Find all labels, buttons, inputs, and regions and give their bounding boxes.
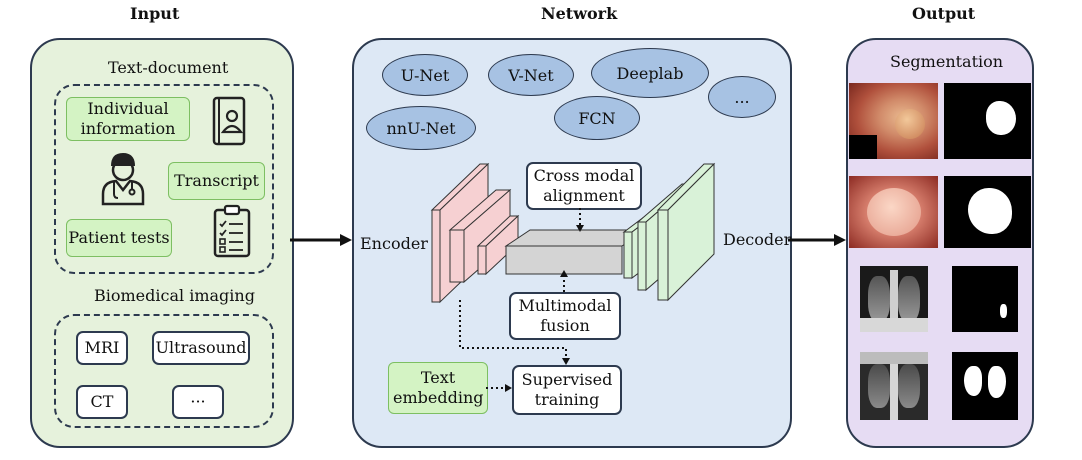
text-document-group <box>54 84 274 274</box>
network-to-output-arrow <box>788 234 846 246</box>
more-models-ellipse: ... <box>708 76 776 118</box>
fcn-label: FCN <box>578 108 616 128</box>
contact-book-icon <box>212 96 246 146</box>
mask-lung-left <box>964 366 982 396</box>
mri-box: MRI <box>76 331 128 365</box>
ultrasound-box: Ultrasound <box>152 331 250 365</box>
embedding-arrowhead <box>505 384 512 392</box>
training-arrowhead <box>562 358 570 365</box>
text-embedding-label: Text embedding <box>393 368 484 407</box>
patient-tests-box: Patient tests <box>66 219 172 257</box>
input-heading: Input <box>130 4 180 23</box>
xray-spine-2 <box>890 354 898 420</box>
more-models-label: ... <box>734 87 750 107</box>
xray-lung-left-2 <box>868 364 890 408</box>
mask-image-1 <box>944 83 1031 159</box>
fusion-arrowhead <box>560 270 568 277</box>
more-modalities-box: ··· <box>172 385 224 419</box>
doctor-icon <box>101 153 145 206</box>
individual-information-label: Individual information <box>80 99 176 138</box>
endoscopy-image-1 <box>849 83 938 159</box>
encoder-to-training-line <box>459 300 567 358</box>
xray-lung-right-1 <box>898 276 920 322</box>
decoder-block-3 <box>656 162 716 302</box>
multimodal-fusion-box: Multimodal fusion <box>509 292 621 340</box>
mask-blob-3 <box>1000 304 1007 318</box>
endoscopy-image-2 <box>849 176 938 248</box>
supervised-training-box: Supervised training <box>512 365 622 415</box>
decoder-blocks <box>622 162 716 302</box>
transcript-box: Transcript <box>168 162 265 200</box>
vnet-label: V-Net <box>508 65 554 85</box>
mask-lung-right <box>988 366 1006 398</box>
mri-label: MRI <box>84 338 120 357</box>
input-to-network-arrow <box>290 234 352 246</box>
xray-spine-1 <box>890 270 898 332</box>
ultrasound-label: Ultrasound <box>155 338 247 357</box>
encoder-decoder-architecture <box>430 162 716 304</box>
deeplab-label: Deeplab <box>616 63 684 83</box>
polyp-2 <box>867 188 921 236</box>
alignment-arrowhead <box>576 225 584 232</box>
biomedical-imaging-label: Biomedical imaging <box>94 286 255 305</box>
deeplab-ellipse: Deeplab <box>591 48 709 98</box>
supervised-training-label: Supervised training <box>521 370 613 409</box>
decoder-label: Decoder <box>723 230 792 249</box>
chest-xray-image-2 <box>860 352 928 420</box>
xray-shoulders-2 <box>860 352 928 364</box>
clipboard-checklist-icon <box>213 204 251 258</box>
polyp-1 <box>895 109 925 139</box>
unet-ellipse: U-Net <box>382 54 468 96</box>
ct-box: CT <box>76 385 128 419</box>
individual-information-box: Individual information <box>66 97 190 141</box>
vnet-ellipse: V-Net <box>488 54 574 96</box>
mask-image-2 <box>944 176 1031 248</box>
chest-xray-image-1 <box>860 266 928 332</box>
transcript-label: Transcript <box>174 171 259 190</box>
cross-modal-alignment-box: Cross modal alignment <box>526 162 642 210</box>
multimodal-fusion-label: Multimodal fusion <box>518 296 612 335</box>
encoder-block-2 <box>448 188 512 284</box>
output-heading: Output <box>912 4 976 23</box>
segmentation-label: Segmentation <box>890 52 1004 71</box>
ct-label: CT <box>90 392 114 411</box>
patient-tests-label: Patient tests <box>68 228 170 247</box>
encoder-block-3 <box>476 214 520 276</box>
text-document-label: Text-document <box>108 58 229 77</box>
mask-image-3 <box>952 266 1018 332</box>
xray-base-1 <box>860 318 928 332</box>
dotted-connectors <box>459 208 584 392</box>
mask-blob-1 <box>986 101 1016 135</box>
mask-image-4 <box>952 352 1018 420</box>
more-modalities-label: ··· <box>190 392 206 411</box>
encoder-blocks <box>430 162 520 304</box>
encoder-label: Encoder <box>360 234 428 253</box>
nnunet-ellipse: nnU-Net <box>366 106 476 150</box>
inset-corner <box>849 135 877 159</box>
cross-modal-alignment-label: Cross modal alignment <box>533 166 635 205</box>
xray-lung-left-1 <box>868 276 890 322</box>
nnunet-label: nnU-Net <box>386 118 456 138</box>
fcn-ellipse: FCN <box>554 96 640 140</box>
mask-blob-2 <box>968 188 1012 234</box>
network-heading: Network <box>541 4 618 23</box>
unet-label: U-Net <box>400 65 450 85</box>
biomedical-imaging-group <box>54 314 274 428</box>
xray-lung-right-2 <box>898 364 920 408</box>
